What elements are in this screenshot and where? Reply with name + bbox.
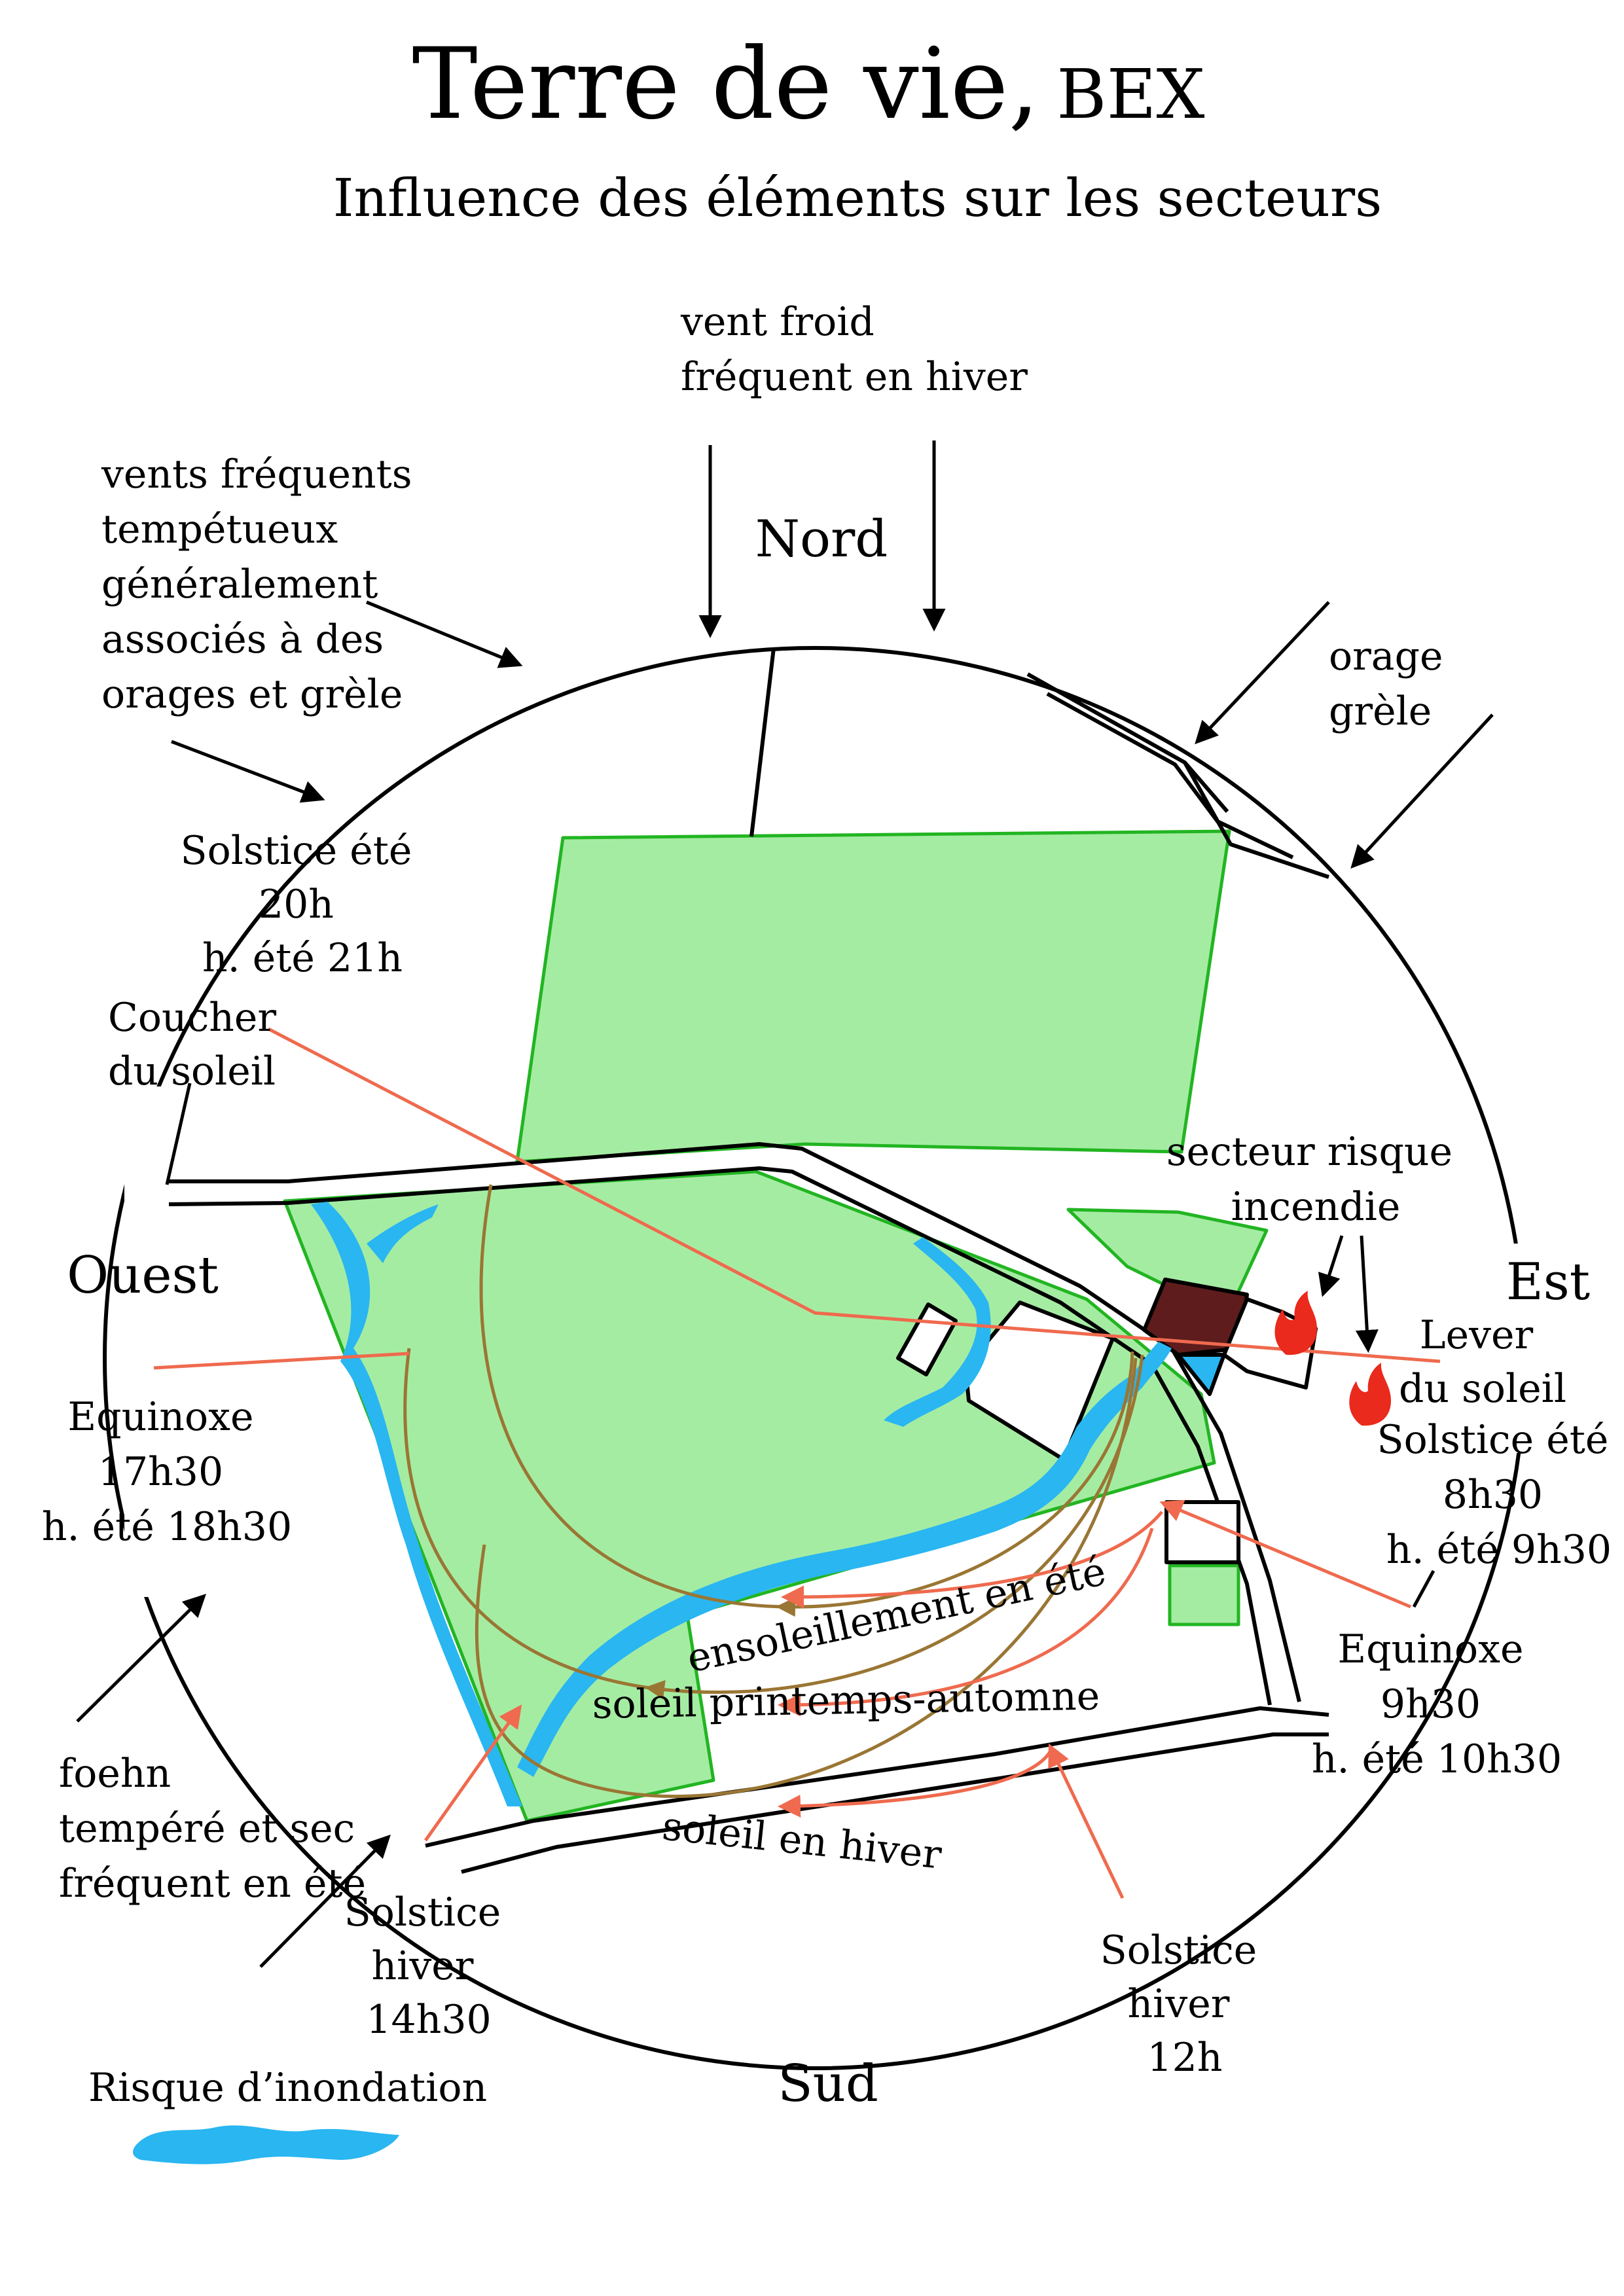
label-equinox-west: Equinoxe 17h30 h. été 18h30 <box>42 1394 292 1550</box>
line-equinox-east <box>1159 1499 1411 1609</box>
arc-spring-autumn <box>403 1348 1144 1700</box>
stream-west-branch <box>367 1204 439 1263</box>
map-title: Terre de vie,BEX <box>412 27 1204 141</box>
label-solstice-winter-s: Solstice hiver 12h <box>1100 1928 1270 2081</box>
arrow-northeast-2 <box>1350 713 1494 869</box>
arc-summer <box>479 1184 1134 1617</box>
sun-arcs <box>403 1184 1144 1799</box>
sun-lines <box>153 1027 1441 1899</box>
building-water-tank <box>1176 1353 1226 1396</box>
compass-west: Ouest <box>67 1246 219 1305</box>
wind-labels: vent froid fréquent en hiver vents fréqu… <box>59 299 1456 1907</box>
line-solstice-winter-s <box>1048 1743 1125 1899</box>
arrow-northwest-2 <box>171 740 325 803</box>
fire-icons <box>1274 1291 1391 1426</box>
road-south-a <box>425 1706 1329 1848</box>
label-sunrise: Lever du soleil <box>1399 1312 1566 1412</box>
legend: Risque d’inondation <box>88 2065 487 2111</box>
compass-north: Nord <box>755 510 888 569</box>
legend-flood-swatch <box>133 2125 399 2164</box>
building-house <box>964 1300 1115 1462</box>
line-solstice-winter-sw <box>424 1704 522 1842</box>
fire-labels: secteur risque incendie <box>1166 1129 1465 1230</box>
road-west-a <box>169 1142 1301 1702</box>
circle-gap-east <box>1407 1244 1538 1453</box>
line-equinox-west <box>153 1352 410 1370</box>
line-sunset-summer <box>267 1027 1441 1363</box>
compass-labels: Nord Sud Est Ouest <box>67 510 1590 2113</box>
arrow-fire-2 <box>1355 1235 1379 1353</box>
label-fire-sector: secteur risque incendie <box>1166 1129 1465 1230</box>
label-wind-northwest: vents fréquents tempétueux généralement … <box>101 452 425 717</box>
roads <box>168 647 1329 1874</box>
arrow-northwest-1 <box>366 600 523 668</box>
label-path-spring-autumn: soleil printemps-automne <box>592 1673 1100 1728</box>
leader-sunset <box>165 1083 192 1185</box>
title-main: Terre de vie, <box>412 27 1039 141</box>
arrow-foehn-2 <box>259 1835 391 1968</box>
buildings <box>896 1278 1318 1564</box>
label-equinox-east: Equinoxe 9h30 h. été 10h30 <box>1312 1626 1562 1782</box>
road-northeast-b <box>1046 692 1294 859</box>
label-path-winter: soleil en hiver <box>660 1803 943 1878</box>
field-north <box>515 829 1231 1164</box>
fire-icon <box>1349 1363 1391 1426</box>
wind-arrows <box>76 440 1494 1968</box>
title-place: BEX <box>1056 54 1204 134</box>
label-wind-northeast: orage grèle <box>1329 634 1456 734</box>
flood-zones <box>133 1202 1172 2164</box>
building-south-shed <box>1164 1500 1240 1564</box>
arrow-fire-1 <box>1318 1235 1344 1297</box>
legend-flood-label: Risque d’inondation <box>88 2065 487 2111</box>
road-northeast-c <box>1183 761 1229 813</box>
sun-labels: Solstice été 20h h. été 21h Coucher du s… <box>42 828 1621 2081</box>
map-subtitle: Influence des éléments sur les secteurs <box>333 168 1382 228</box>
label-solstice-summer-west: Solstice été 20h h. été 21h <box>181 828 425 981</box>
label-solstice-winter-sw: Solstice hiver 14h30 <box>344 1890 514 2043</box>
arc-red-winter <box>778 1749 1053 1818</box>
stream-main <box>517 1342 1172 1777</box>
arc-winter <box>475 1357 1138 1799</box>
arc-red-summer <box>781 1511 1163 1609</box>
field-small-south <box>1168 1564 1240 1626</box>
fire-icon <box>1274 1291 1317 1355</box>
fields <box>283 829 1269 1823</box>
label-solstice-summer-east: Solstice été 8h30 h. été 9h30 <box>1377 1417 1621 1573</box>
compass-south: Sud <box>778 2054 878 2113</box>
stream-north-branch <box>884 1237 991 1427</box>
compass-east: Est <box>1506 1253 1590 1312</box>
arrow-northeast-1 <box>1195 601 1330 745</box>
label-sunset: Coucher du soleil <box>108 995 289 1094</box>
road-northeast-a <box>1026 672 1329 879</box>
label-foehn: foehn tempéré et sec fréquent en été <box>59 1751 367 1907</box>
arc-red-spring-autumn <box>778 1528 1154 1717</box>
circle-gap-west <box>124 1086 249 1597</box>
road-north-line <box>749 647 776 837</box>
label-wind-north: vent froid fréquent en hiver <box>680 299 1028 400</box>
leader-equinox-east <box>1412 1570 1435 1608</box>
arrow-foehn-1 <box>76 1594 206 1723</box>
map-header: Terre de vie,BEX Influence des éléments … <box>333 27 1382 228</box>
